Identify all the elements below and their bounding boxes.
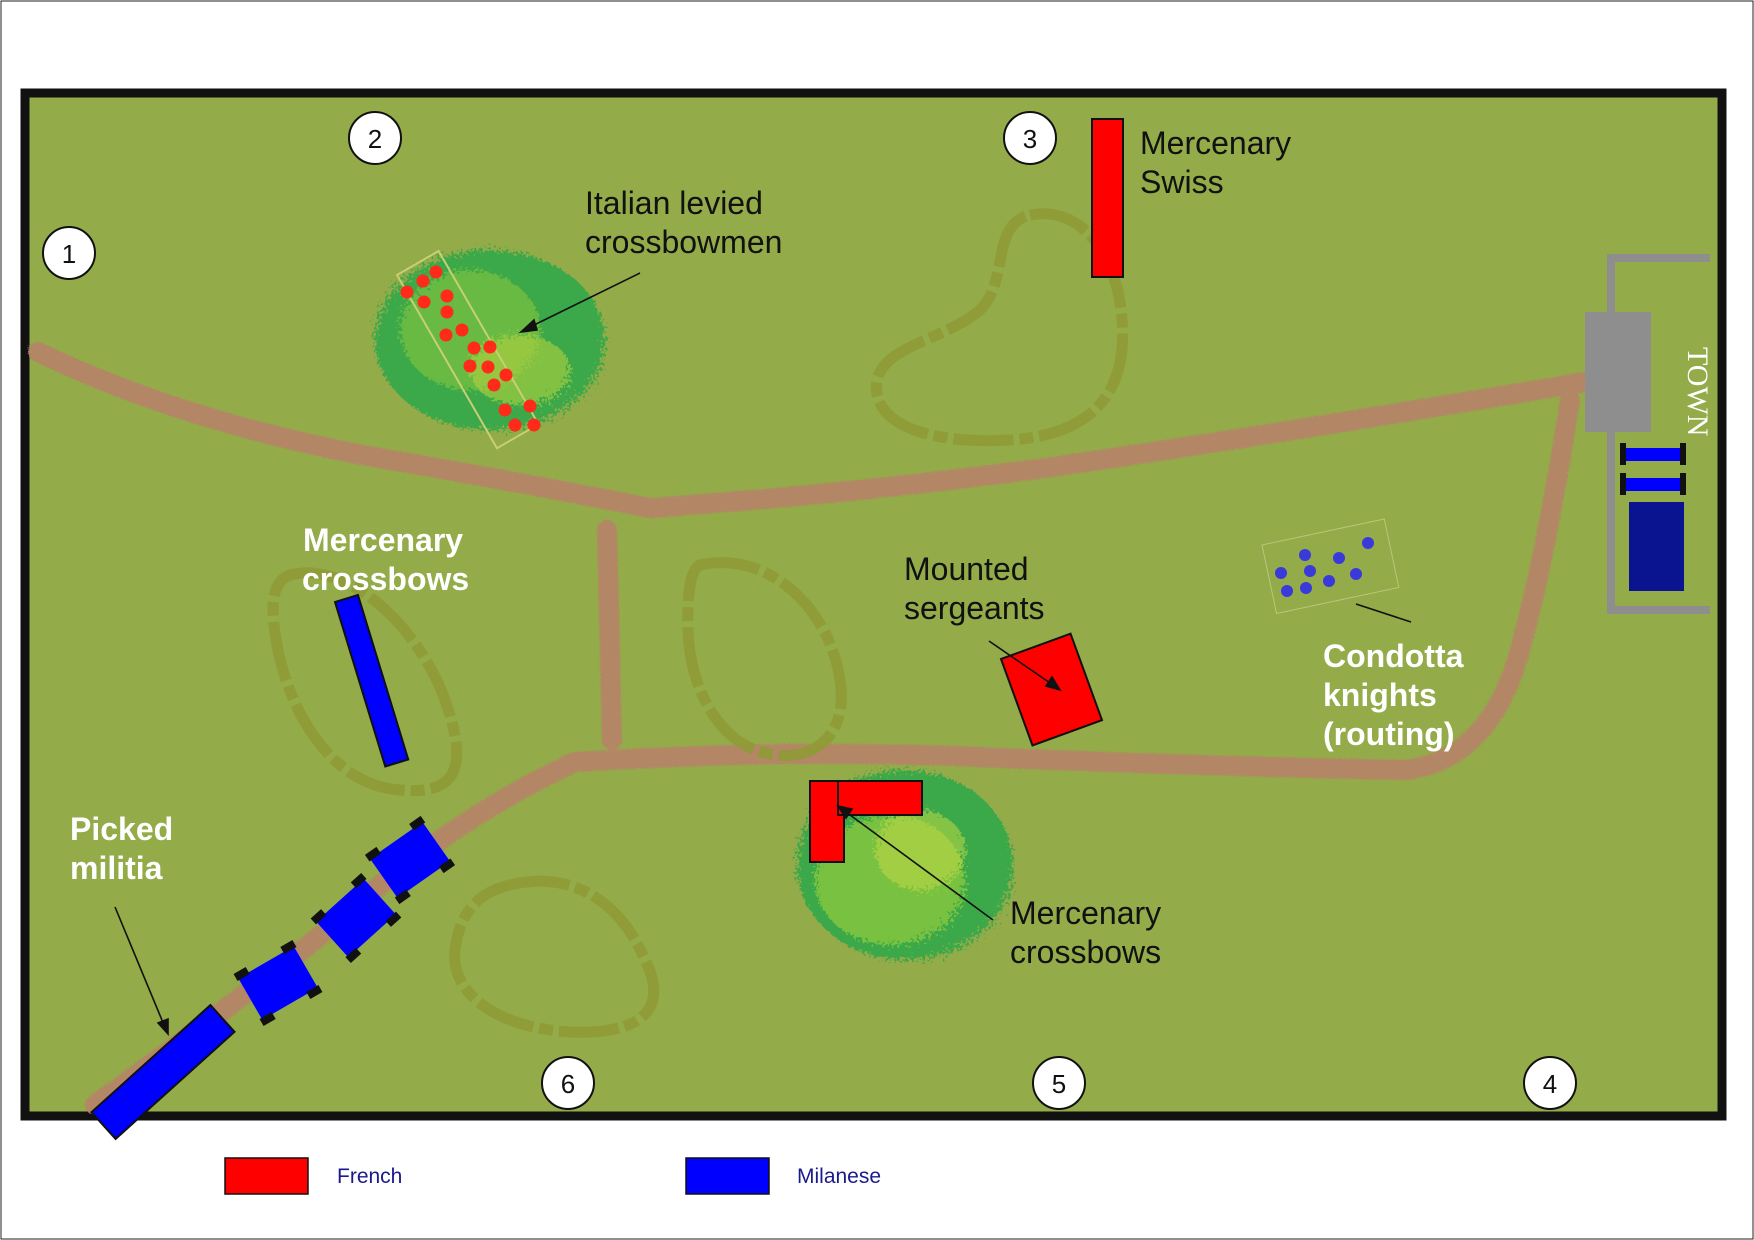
legend-swatch-french xyxy=(224,1157,309,1195)
label-picked-militia: Picked militia xyxy=(70,811,182,886)
legend: French Milanese xyxy=(224,1157,881,1195)
crossbowmen-base xyxy=(395,249,540,450)
hills xyxy=(267,208,1129,1038)
condotta-base xyxy=(1261,518,1400,615)
legend-swatch-milanese xyxy=(685,1157,770,1195)
zone-marker-3: 3 xyxy=(1003,111,1057,165)
hill-south xyxy=(449,875,660,1038)
condotta-knights-routing xyxy=(1261,518,1400,615)
zone-marker-1: 1 xyxy=(42,226,96,280)
cross-road xyxy=(597,520,622,750)
label-italian-crossbowmen: Italian levied crossbowmen xyxy=(585,185,782,260)
zone-marker-4: 4 xyxy=(1523,1056,1577,1110)
legend-item-milanese: Milanese xyxy=(685,1157,881,1195)
milanese-units xyxy=(90,443,1686,1141)
svg-text:1: 1 xyxy=(62,239,76,269)
zone-marker-6: 6 xyxy=(541,1056,595,1110)
label-mounted-sergeants: Mounted sergeants xyxy=(904,551,1045,626)
label-milanese-mercenary-crossbows: Mercenary crossbows xyxy=(302,522,472,597)
label-mercenary-swiss: Mercenary Swiss xyxy=(1140,125,1300,200)
pointer-arrows xyxy=(114,272,1412,1037)
italian-levied-crossbowmen xyxy=(395,249,541,450)
picked-militia-line xyxy=(90,815,456,1141)
legend-label-french: French xyxy=(337,1165,402,1188)
garrison-block xyxy=(1629,502,1684,591)
milanese-mercenary-crossbows xyxy=(333,593,410,768)
svg-text:5: 5 xyxy=(1052,1069,1066,1099)
north-road xyxy=(28,342,1595,518)
svg-text:3: 3 xyxy=(1023,124,1037,154)
town: TOWN xyxy=(1585,254,1714,614)
unit-labels: Italian levied crossbowmen Mercenary Swi… xyxy=(70,125,1472,970)
label-condotta-knights: Condotta knights (routing) xyxy=(1323,638,1472,752)
town-building xyxy=(1585,312,1651,432)
zone-marker-2: 2 xyxy=(348,111,402,165)
legend-label-milanese: Milanese xyxy=(797,1165,881,1188)
svg-text:2: 2 xyxy=(368,124,382,154)
french-units xyxy=(395,118,1124,863)
town-label: TOWN xyxy=(1681,347,1714,436)
picked-militia-block xyxy=(90,1003,236,1141)
svg-text:4: 4 xyxy=(1543,1069,1557,1099)
town-wall xyxy=(1607,254,1710,614)
mounted-sergeants xyxy=(999,632,1104,747)
zone-marker-5: 5 xyxy=(1032,1056,1086,1110)
woods-south xyxy=(797,770,1013,960)
label-french-mercenary-crossbows: Mercenary crossbows xyxy=(1010,895,1170,970)
deployment-zone-markers: 1 2 3 4 5 6 xyxy=(42,111,1577,1110)
militia-stand-2 xyxy=(310,872,402,964)
mercenary-swiss xyxy=(1091,118,1124,278)
hill-center xyxy=(682,557,847,762)
hill-north xyxy=(870,208,1129,447)
legend-item-french: French xyxy=(224,1157,402,1195)
militia-stand-3 xyxy=(364,815,456,905)
svg-text:6: 6 xyxy=(561,1069,575,1099)
french-mercenary-crossbows-a xyxy=(809,780,845,863)
town-garrison xyxy=(1620,443,1686,591)
militia-stand-1 xyxy=(233,940,323,1026)
hill-west xyxy=(267,567,463,797)
